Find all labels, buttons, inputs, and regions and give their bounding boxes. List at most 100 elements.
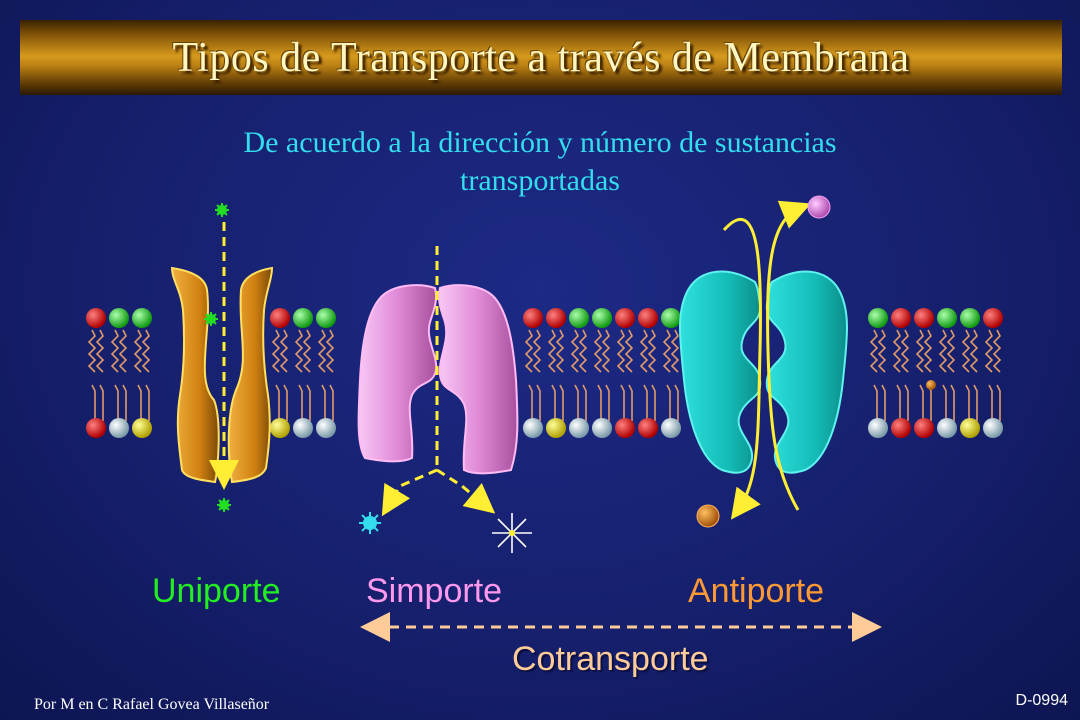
lipid-tail (298, 384, 303, 421)
lipid-head-outer (546, 308, 566, 328)
lipid-head-outer (937, 308, 957, 328)
lipid-tail (536, 384, 541, 421)
lipid-tail (294, 329, 304, 373)
lipid-head-inner (293, 418, 313, 438)
lipid-tail (904, 384, 909, 421)
lipid-tail (122, 384, 127, 421)
lipid-head-inner (914, 418, 934, 438)
lipid-head-inner (615, 418, 635, 438)
lipid-head-outer (109, 308, 129, 328)
simporte-path-arrows (381, 246, 496, 517)
lipid-head-inner (868, 418, 888, 438)
lipid-tail (620, 384, 625, 421)
lipid-tail (593, 329, 603, 373)
lipid-head-inner (316, 418, 336, 438)
lipid-tail (674, 384, 679, 421)
subtitle-line-2: transportadas (460, 164, 620, 197)
lipid-tail (900, 329, 910, 373)
lipid-head-inner (891, 418, 911, 438)
lipid-tail (873, 384, 878, 421)
lipid-tail (919, 384, 924, 421)
lipid-head-outer (569, 308, 589, 328)
lipid-tail (869, 329, 879, 373)
lipid-tail (628, 384, 633, 421)
lipid-tail (317, 329, 327, 373)
lipid-head-outer (523, 308, 543, 328)
lipid-tail (137, 384, 142, 421)
lipid-tail (927, 384, 932, 421)
lipid-tail (283, 384, 288, 421)
lipid-tail (87, 329, 97, 373)
lipid-tail (992, 329, 1002, 373)
lipid-tail (915, 329, 925, 373)
lipid-tail (91, 384, 96, 421)
antiporte-solute-pink (807, 195, 831, 219)
antiporte-path-arrows (722, 200, 812, 520)
lipid-tail (942, 384, 947, 421)
lipid-tail (946, 329, 956, 373)
uniporte-solute-particles (204, 203, 231, 512)
lipid-head-outer (615, 308, 635, 328)
lipid-tail (524, 329, 534, 373)
lipid-tail (881, 384, 886, 421)
label-antiporte: Antiporte (688, 572, 825, 610)
lipid-tail (961, 329, 971, 373)
lipid-tail (965, 384, 970, 421)
uniporter-protein (170, 266, 274, 484)
lipid-tail (271, 329, 281, 373)
solute-star-bottom (217, 498, 231, 512)
antiporter-protein (679, 270, 848, 474)
lipid-head-outer (983, 308, 1003, 328)
lipid-tail (639, 329, 649, 373)
lipid-tail (528, 384, 533, 421)
lipid-head-outer (270, 308, 290, 328)
label-cotransporte: Cotransporte (512, 640, 709, 678)
lipid-tail (547, 329, 557, 373)
lipid-tail (624, 329, 634, 373)
lipid-tail (551, 384, 556, 421)
lipid-tail (950, 384, 955, 421)
lipid-head-inner (661, 418, 681, 438)
lipid-head-outer (293, 308, 313, 328)
lipid-head-outer (661, 308, 681, 328)
lipid-head-outer (960, 308, 980, 328)
title-bar: Tipos de Transporte a través de Membrana (20, 20, 1062, 95)
lipid-tail (118, 329, 128, 373)
lipid-tail (99, 384, 104, 421)
lipid-head-inner (523, 418, 543, 438)
lipid-tail (662, 329, 672, 373)
lipid-tail (896, 384, 901, 421)
lipid-head-outer (316, 308, 336, 328)
lipid-tail (133, 329, 143, 373)
membrane-small-particle (926, 380, 936, 390)
lipid-tail (321, 384, 326, 421)
lipid-tail (988, 384, 993, 421)
lipid-tail (666, 384, 671, 421)
lipid-tail (601, 329, 611, 373)
lipid-tail (996, 384, 1001, 421)
slide-code: D-0994 (1015, 692, 1068, 709)
lipid-tail (969, 329, 979, 373)
lipid-tail (643, 384, 648, 421)
lipid-tail (938, 329, 948, 373)
lipid-head-outer (592, 308, 612, 328)
subtitle-line-1: De acuerdo a la dirección y número de su… (243, 126, 837, 159)
lipid-tail (892, 329, 902, 373)
simporte-solute-cyan-star (359, 512, 381, 534)
lipid-head-outer (132, 308, 152, 328)
lipid-tail (532, 329, 542, 373)
simporte-solute-white-star (492, 513, 532, 553)
lipid-head-outer (914, 308, 934, 328)
lipid-tail (973, 384, 978, 421)
lipid-head-inner (132, 418, 152, 438)
lipid-tail (647, 329, 657, 373)
lipid-head-inner (86, 418, 106, 438)
lipid-tail (279, 329, 289, 373)
lipid-bilayer (86, 308, 1003, 438)
lipid-tail (275, 384, 280, 421)
lipid-head-outer (86, 308, 106, 328)
lipid-tail (582, 384, 587, 421)
antiporte-solute-brown (696, 504, 720, 528)
lipid-tail (597, 384, 602, 421)
